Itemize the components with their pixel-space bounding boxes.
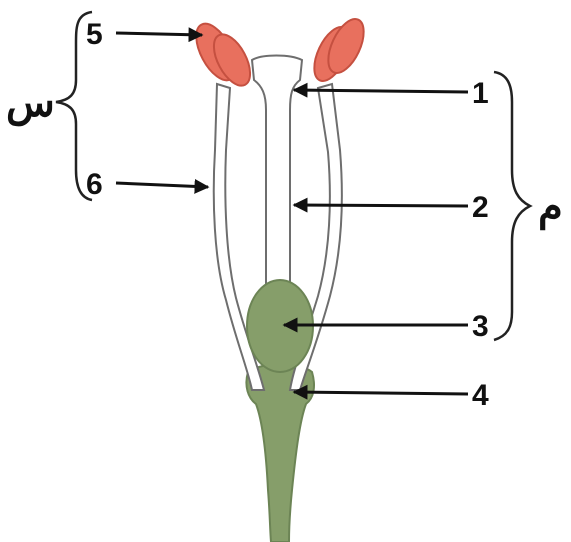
anther-left: [188, 18, 257, 92]
group-label-right: م: [538, 185, 563, 231]
label-3: 3: [472, 310, 489, 343]
arrow-6: [116, 183, 208, 187]
label-4: 4: [472, 379, 489, 412]
arrow-2: [294, 205, 468, 206]
label-2: 2: [472, 191, 489, 224]
group-label-left: س: [6, 81, 55, 127]
label-5: 5: [86, 18, 103, 51]
arrow-1: [294, 90, 468, 92]
brace-right: [494, 72, 530, 340]
label-6: 6: [86, 168, 103, 201]
label-1: 1: [472, 77, 489, 110]
anther-right: [307, 14, 371, 86]
arrow-4: [294, 392, 468, 394]
arrow-5: [116, 33, 202, 35]
